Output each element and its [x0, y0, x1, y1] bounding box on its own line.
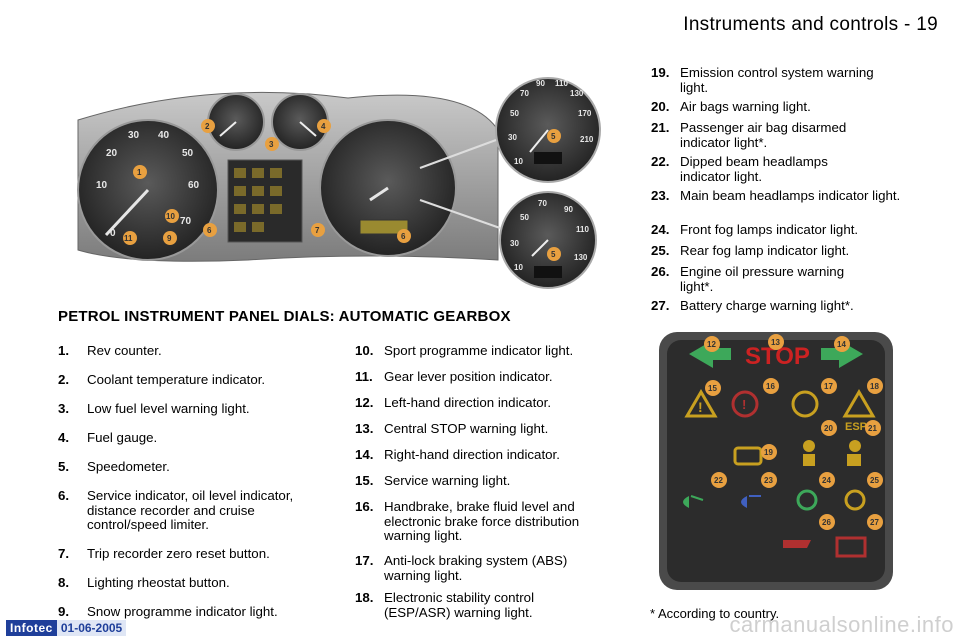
- svg-text:11: 11: [124, 234, 133, 243]
- svg-text:2: 2: [205, 122, 210, 131]
- speed-tick: 30: [508, 133, 517, 142]
- speed2-tick: 70: [538, 199, 547, 208]
- coolant-needle: [219, 121, 237, 137]
- rev-needle: [104, 188, 150, 237]
- svg-text:17: 17: [824, 382, 833, 391]
- passenger-airbag-icon: [847, 440, 861, 466]
- svg-text:13: 13: [771, 338, 780, 347]
- infotec-logo: Infotec: [6, 620, 57, 636]
- svg-text:ESP: ESP: [845, 421, 867, 433]
- page-header: Instruments and controls - 19: [683, 14, 938, 35]
- svg-text:22: 22: [714, 476, 723, 485]
- svg-text:5: 5: [551, 250, 556, 259]
- abs-warning-icon: [791, 390, 819, 418]
- svg-text:25: 25: [870, 476, 879, 485]
- front-fog-icon: [796, 489, 818, 511]
- oil-pressure-icon: [783, 540, 811, 548]
- engine-warning-icon: [733, 446, 763, 466]
- pointer-line: [419, 139, 497, 169]
- rev-tick-labels: 0 10 20 30 40 50 60 70: [96, 130, 200, 239]
- dipped-beam-icon: [683, 495, 704, 508]
- rev-tick: 50: [182, 148, 194, 159]
- rev-tick: 30: [128, 130, 140, 141]
- speed-tick: 10: [514, 157, 523, 166]
- speed-tick: 110: [555, 79, 568, 88]
- speed2-tick: 30: [510, 239, 519, 248]
- svg-text:1: 1: [137, 168, 142, 177]
- battery-charge-icon: [835, 536, 867, 558]
- rev-tick: 60: [188, 180, 200, 191]
- airbag-warning-icon: [803, 440, 815, 466]
- svg-text:21: 21: [868, 424, 877, 433]
- svg-text:10: 10: [166, 212, 175, 221]
- speed-tick: 50: [510, 109, 519, 118]
- svg-text:23: 23: [764, 476, 773, 485]
- esp-warning-icon: ESP: [842, 389, 876, 433]
- brake-warning-icon: !: [731, 390, 759, 418]
- svg-text:6: 6: [207, 226, 212, 235]
- speed2-tick: 130: [574, 253, 588, 262]
- pointer-line: [419, 199, 501, 229]
- svg-text:9: 9: [167, 234, 172, 243]
- panel-callouts: 12 13 14 15 16 17 18 19 20 21 22 23 24 2…: [704, 334, 883, 530]
- instrument-panel-illustration: 0 10 20 30 40 50 60 70 10 30 50 70 90 11…: [77, 77, 601, 289]
- svg-text:18: 18: [870, 382, 879, 391]
- speed-tick: 130: [570, 89, 584, 98]
- speed2-tick: 50: [520, 213, 529, 222]
- svg-text:3: 3: [269, 140, 274, 149]
- speed2-tick: 110: [576, 225, 589, 234]
- svg-text:26: 26: [822, 518, 831, 527]
- rev-tick: 70: [180, 216, 192, 227]
- svg-text:7: 7: [315, 226, 320, 235]
- main-beam-icon: [741, 495, 761, 508]
- svg-text:19: 19: [764, 448, 773, 457]
- speed2-tick: 10: [514, 263, 523, 272]
- left-arrow-icon: [689, 340, 731, 368]
- rev-tick: 10: [96, 180, 108, 191]
- warning-light-panel: STOP ! ! ESP 12 13 14 15 16 17 18 19 20 …: [659, 332, 893, 590]
- svg-text:24: 24: [822, 476, 831, 485]
- svg-text:16: 16: [766, 382, 775, 391]
- speed-needle: [369, 186, 389, 202]
- rear-fog-icon: [844, 489, 866, 511]
- svg-text:4: 4: [321, 122, 326, 131]
- section-title: PETROL INSTRUMENT PANEL DIALS: AUTOMATIC…: [58, 308, 511, 325]
- dial-callouts: 1 2 3 4 5 5 6 6 7 9 10 11: [123, 119, 561, 261]
- speed-tick: 210: [580, 135, 594, 144]
- speed2-tick: 90: [564, 205, 573, 214]
- infotec-badge: Infotec 01-06-2005: [6, 620, 127, 636]
- svg-text:27: 27: [870, 518, 879, 527]
- svg-text:5: 5: [551, 132, 556, 141]
- rev-tick: 0: [110, 228, 116, 239]
- svg-text:15: 15: [708, 384, 717, 393]
- speed-tick: 70: [520, 89, 529, 98]
- odometer-display: [359, 219, 409, 235]
- speed-tick: 170: [578, 109, 592, 118]
- svg-text:20: 20: [824, 424, 833, 433]
- footnote: * According to country.: [650, 606, 780, 621]
- service-warning-icon: !: [684, 389, 718, 418]
- svg-text:12: 12: [707, 340, 716, 349]
- svg-text:14: 14: [837, 340, 846, 349]
- watermark: carmanualsonline.info: [729, 612, 954, 637]
- svg-text:!: !: [698, 399, 703, 415]
- publication-date: 01-06-2005: [56, 620, 127, 636]
- rev-tick: 40: [158, 130, 170, 141]
- svg-text:!: !: [742, 397, 746, 412]
- right-arrow-icon: [821, 340, 863, 368]
- rev-tick: 20: [106, 148, 118, 159]
- svg-text:6: 6: [401, 232, 406, 241]
- speed-tick: 90: [536, 79, 545, 88]
- fuel-needle: [299, 121, 317, 137]
